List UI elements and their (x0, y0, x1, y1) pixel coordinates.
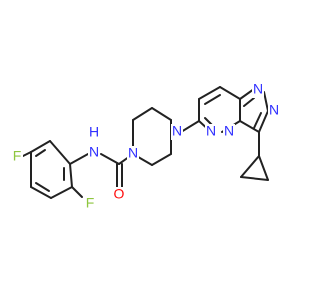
bond-pip5 (151, 153, 172, 166)
bond-ar2 (30, 140, 51, 153)
triazole-n2-label: N (269, 102, 279, 118)
bond-pip-pyridazine (180, 120, 200, 133)
label-bg-tri-n1 (252, 82, 264, 98)
amide-h-label: H (89, 124, 99, 140)
label-bg-carbonyl-o (113, 187, 125, 203)
bond-aryl-nh (69, 153, 89, 165)
bond-tri4 (239, 120, 260, 133)
label-bg-amide-n (88, 145, 100, 161)
bond-pyr2 (198, 86, 221, 100)
label-bg-pip-n-bottom (127, 146, 139, 162)
label-bg-pip-n-top (171, 124, 183, 140)
bond-pip3 (151, 107, 172, 121)
bond-ar-inner1 (35, 149, 46, 157)
fluorine-bottom-label: F (86, 195, 95, 211)
bond-f-bottom (71, 186, 83, 198)
bond-pyr3 (219, 86, 241, 100)
pyridazine-n1-label: N (206, 123, 216, 139)
label-bg-f-bottom (84, 196, 96, 212)
bond-cyclopropyl2 (240, 176, 269, 181)
piperazine-n-top-label: N (172, 123, 182, 139)
bond-ar6 (69, 163, 73, 188)
bond-pyr-inner1 (204, 94, 221, 105)
pyridazine-n2-label: N (224, 123, 234, 139)
carbonyl-o-label: O (114, 186, 125, 202)
bond-cyclopropyl3 (258, 155, 269, 181)
fluorine-left-label: F (13, 148, 22, 164)
atom-layer: F F N H O N N N N N N (11, 81, 280, 212)
label-bg-tri-n2 (268, 103, 280, 119)
triazole-n1-label: N (253, 81, 263, 97)
bond-tri-inner2 (253, 112, 262, 129)
bond-ar4 (30, 186, 52, 199)
label-bg-pyr-n2 (223, 124, 235, 140)
label-bg-amide-h (88, 125, 100, 141)
label-bg-pyr-n1 (205, 124, 217, 140)
bond-ar1 (49, 140, 71, 165)
bond-layer (20, 86, 269, 199)
bond-pip2 (132, 107, 153, 121)
molecule-diagram: F F N H O N N N N N N (11, 81, 280, 212)
bond-cyclopropyl1 (240, 155, 260, 178)
structure-svg: F F N H O N N N N N N (11, 81, 280, 212)
bond-nh-carbonyl (100, 153, 120, 165)
amide-n-label: N (89, 144, 99, 160)
bond-tri1 (239, 88, 255, 100)
label-bg-f-left (11, 149, 23, 165)
bond-tri2 (263, 91, 269, 112)
bond-ar5 (50, 186, 73, 199)
bond-tri3 (258, 110, 269, 133)
bond-tri-inner1 (243, 97, 255, 107)
piperazine-n-bottom-label: N (128, 145, 138, 161)
bond-ar-inner2 (35, 182, 50, 192)
